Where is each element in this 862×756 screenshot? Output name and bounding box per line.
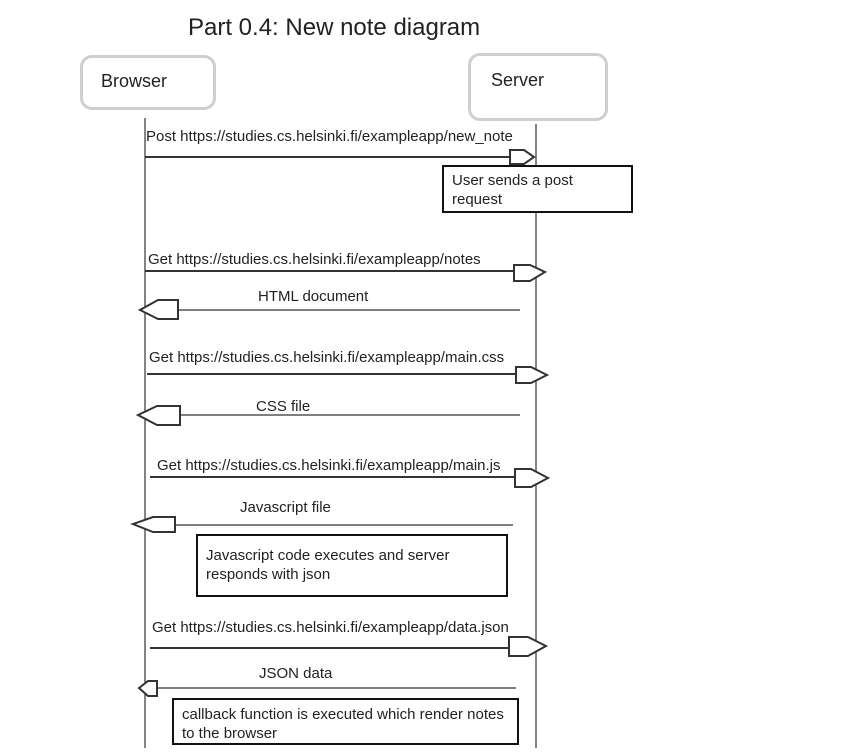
message-label-css-file: CSS file <box>256 398 311 415</box>
browser-actor-label: Browser <box>101 71 168 91</box>
note-javascript-executes: Javascript code executes and server resp… <box>196 534 508 597</box>
note-user-sends-post: User sends a post request <box>442 165 633 213</box>
arrow-html-document <box>137 299 520 320</box>
message-label-html-document: HTML document <box>258 288 369 305</box>
message-label-get-main-js: Get https://studies.cs.helsinki.fi/examp… <box>157 457 501 474</box>
arrow-post-new-note <box>145 149 536 165</box>
arrow-get-data-json <box>150 636 549 657</box>
arrow-get-main-css <box>147 366 550 384</box>
arrow-css-file <box>135 405 520 426</box>
message-label-json-data: JSON data <box>259 665 333 682</box>
server-actor-box: Server <box>468 53 608 121</box>
arrow-get-notes <box>145 264 548 282</box>
arrow-get-main-js <box>150 468 551 488</box>
message-label-get-main-css: Get https://studies.cs.helsinki.fi/examp… <box>149 349 505 366</box>
message-label-get-notes: Get https://studies.cs.helsinki.fi/examp… <box>148 251 481 268</box>
server-actor-label: Server <box>491 70 545 90</box>
diagram-title: Part 0.4: New note diagram <box>188 14 481 41</box>
message-label-get-data-json: Get https://studies.cs.helsinki.fi/examp… <box>152 619 509 636</box>
browser-actor-box: Browser <box>80 55 216 110</box>
note-callback-executed: callback function is executed which rend… <box>172 698 519 745</box>
arrow-json-data <box>137 680 516 697</box>
message-label-post-new-note: Post https://studies.cs.helsinki.fi/exam… <box>146 128 513 145</box>
message-label-javascript-file: Javascript file <box>240 499 331 516</box>
arrow-javascript-file <box>130 516 513 533</box>
